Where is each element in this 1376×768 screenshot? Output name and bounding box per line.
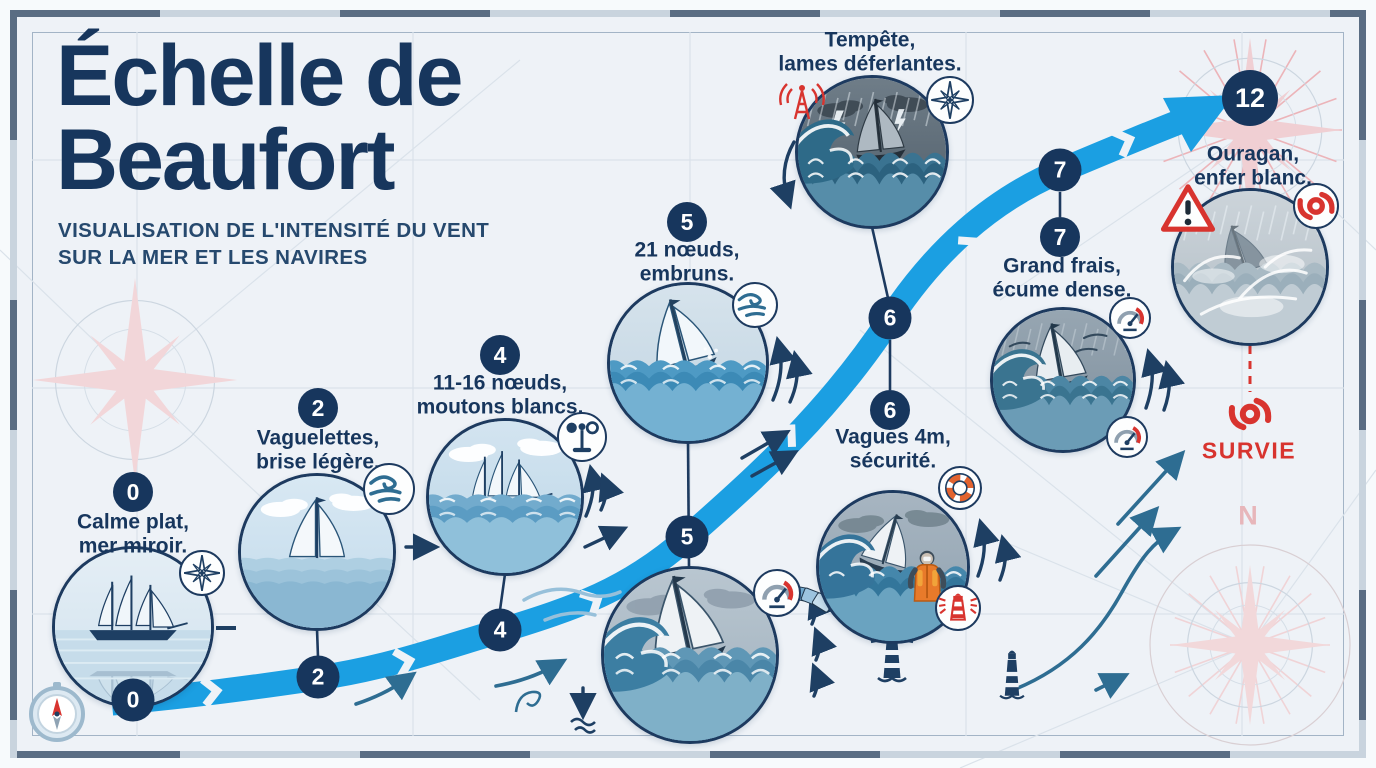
chart-border-top [10, 10, 1366, 17]
hurricane-icon [1226, 390, 1274, 438]
stage-6-sea-illustration [816, 490, 970, 644]
anemometer-icon [557, 412, 607, 462]
stage-7-label: Grand frais, écume dense. [992, 254, 1132, 301]
stage-5-label: 21 nœuds, embruns. [634, 238, 740, 285]
hand-compass-icon [25, 680, 89, 744]
stage-7-sea-illustration [990, 307, 1136, 453]
survival-label: SURVIE [1201, 437, 1297, 464]
stage-6-number-badge: 6 [870, 390, 910, 430]
stage-2-number-badge: 2 [298, 388, 338, 428]
stage-2-label: Vaguelettes, brise légère. [256, 426, 380, 473]
storm-sea-illustration [795, 75, 949, 229]
stage-5-number-badge: 5 [667, 202, 707, 242]
wind-icon [732, 282, 778, 328]
stage-0-number-badge: 0 [113, 472, 153, 512]
gauge-icon [1109, 297, 1151, 339]
stage-0-label: Calme plat, mer miroir. [76, 510, 190, 557]
stage-7-number-badge: 7 [1040, 217, 1080, 257]
arrow-badge-12: 12 [1222, 70, 1278, 126]
stage-6-label: Vagues 4m, sécurité. [835, 425, 951, 472]
stage-4-label: 11-16 nœuds, moutons blancs. [416, 371, 584, 418]
arrow-badge-2: 2 [296, 655, 340, 699]
stage-5-sea-illustration [607, 282, 769, 444]
warning-icon [1159, 181, 1217, 235]
arrow-badge-4: 4 [478, 608, 522, 652]
chart-border-bottom [10, 751, 1366, 758]
arrow-badge-7: 7 [1038, 148, 1082, 192]
compass-rose-icon [926, 76, 974, 124]
lighthouse-icon [935, 585, 981, 631]
lifebuoy-icon [938, 466, 982, 510]
compass-north-label: N [1238, 500, 1258, 531]
compass-rose-icon [179, 550, 225, 596]
arrow-badge-0: 0 [111, 678, 155, 722]
gauge-icon [1106, 416, 1148, 458]
storm-callout-label: Tempête, lames déferlantes. [778, 28, 962, 75]
chart-border-right [1359, 10, 1366, 758]
stage-4-sea-illustration [426, 418, 584, 576]
arrow-badge-6: 6 [868, 296, 912, 340]
chart-border-left [10, 10, 17, 758]
radio-antenna-icon [776, 79, 828, 127]
stage-12-label: Ouragan, enfer blanc. [1194, 142, 1312, 189]
stage-4-number-badge: 4 [480, 335, 520, 375]
stage-5-rough-sea-illustration [601, 566, 779, 744]
gauge-icon [753, 569, 801, 617]
arrow-badge-5: 5 [665, 515, 709, 559]
hurricane-icon [1293, 183, 1339, 229]
wind-icon [363, 463, 415, 515]
